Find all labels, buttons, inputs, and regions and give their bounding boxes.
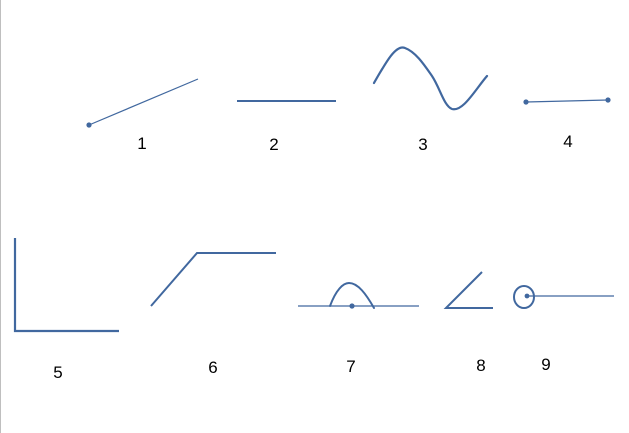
figure-1: 1 bbox=[86, 78, 199, 153]
figure-6: 6 bbox=[150, 252, 276, 377]
figure-3-wave bbox=[372, 46, 489, 111]
figure-7: 7 bbox=[298, 281, 419, 376]
figure-8-angle bbox=[443, 271, 493, 309]
figure-9-circle bbox=[513, 285, 535, 309]
figure-2: 2 bbox=[237, 100, 336, 154]
figure-7-label: 7 bbox=[346, 357, 355, 376]
figure-3-label: 3 bbox=[418, 135, 427, 154]
figure-5-right-angle bbox=[13, 238, 119, 333]
figure-4: 4 bbox=[523, 97, 611, 151]
figure-1-ray bbox=[88, 78, 199, 126]
figure-6-label: 6 bbox=[208, 358, 217, 377]
figure-6-bent-line bbox=[150, 252, 276, 307]
figure-4-label: 4 bbox=[563, 132, 572, 151]
figure-1-endpoint bbox=[86, 122, 92, 128]
figure-7-arc bbox=[329, 281, 375, 309]
figure-9-label: 9 bbox=[541, 355, 550, 374]
page-left-border bbox=[0, 0, 1, 433]
figure-8: 8 bbox=[443, 271, 493, 375]
figure-5-label: 5 bbox=[53, 363, 62, 382]
figure-8-label: 8 bbox=[476, 356, 485, 375]
figure-1-label: 1 bbox=[137, 134, 146, 153]
figure-3: 3 bbox=[372, 46, 489, 154]
figure-4-endpoint-right bbox=[605, 97, 611, 103]
figure-5: 5 bbox=[13, 238, 119, 382]
figure-9: 9 bbox=[513, 285, 614, 374]
figure-7-point bbox=[349, 303, 355, 309]
figure-4-segment bbox=[525, 99, 609, 103]
figure-2-label: 2 bbox=[269, 135, 278, 154]
figure-4-endpoint-left bbox=[523, 99, 529, 105]
